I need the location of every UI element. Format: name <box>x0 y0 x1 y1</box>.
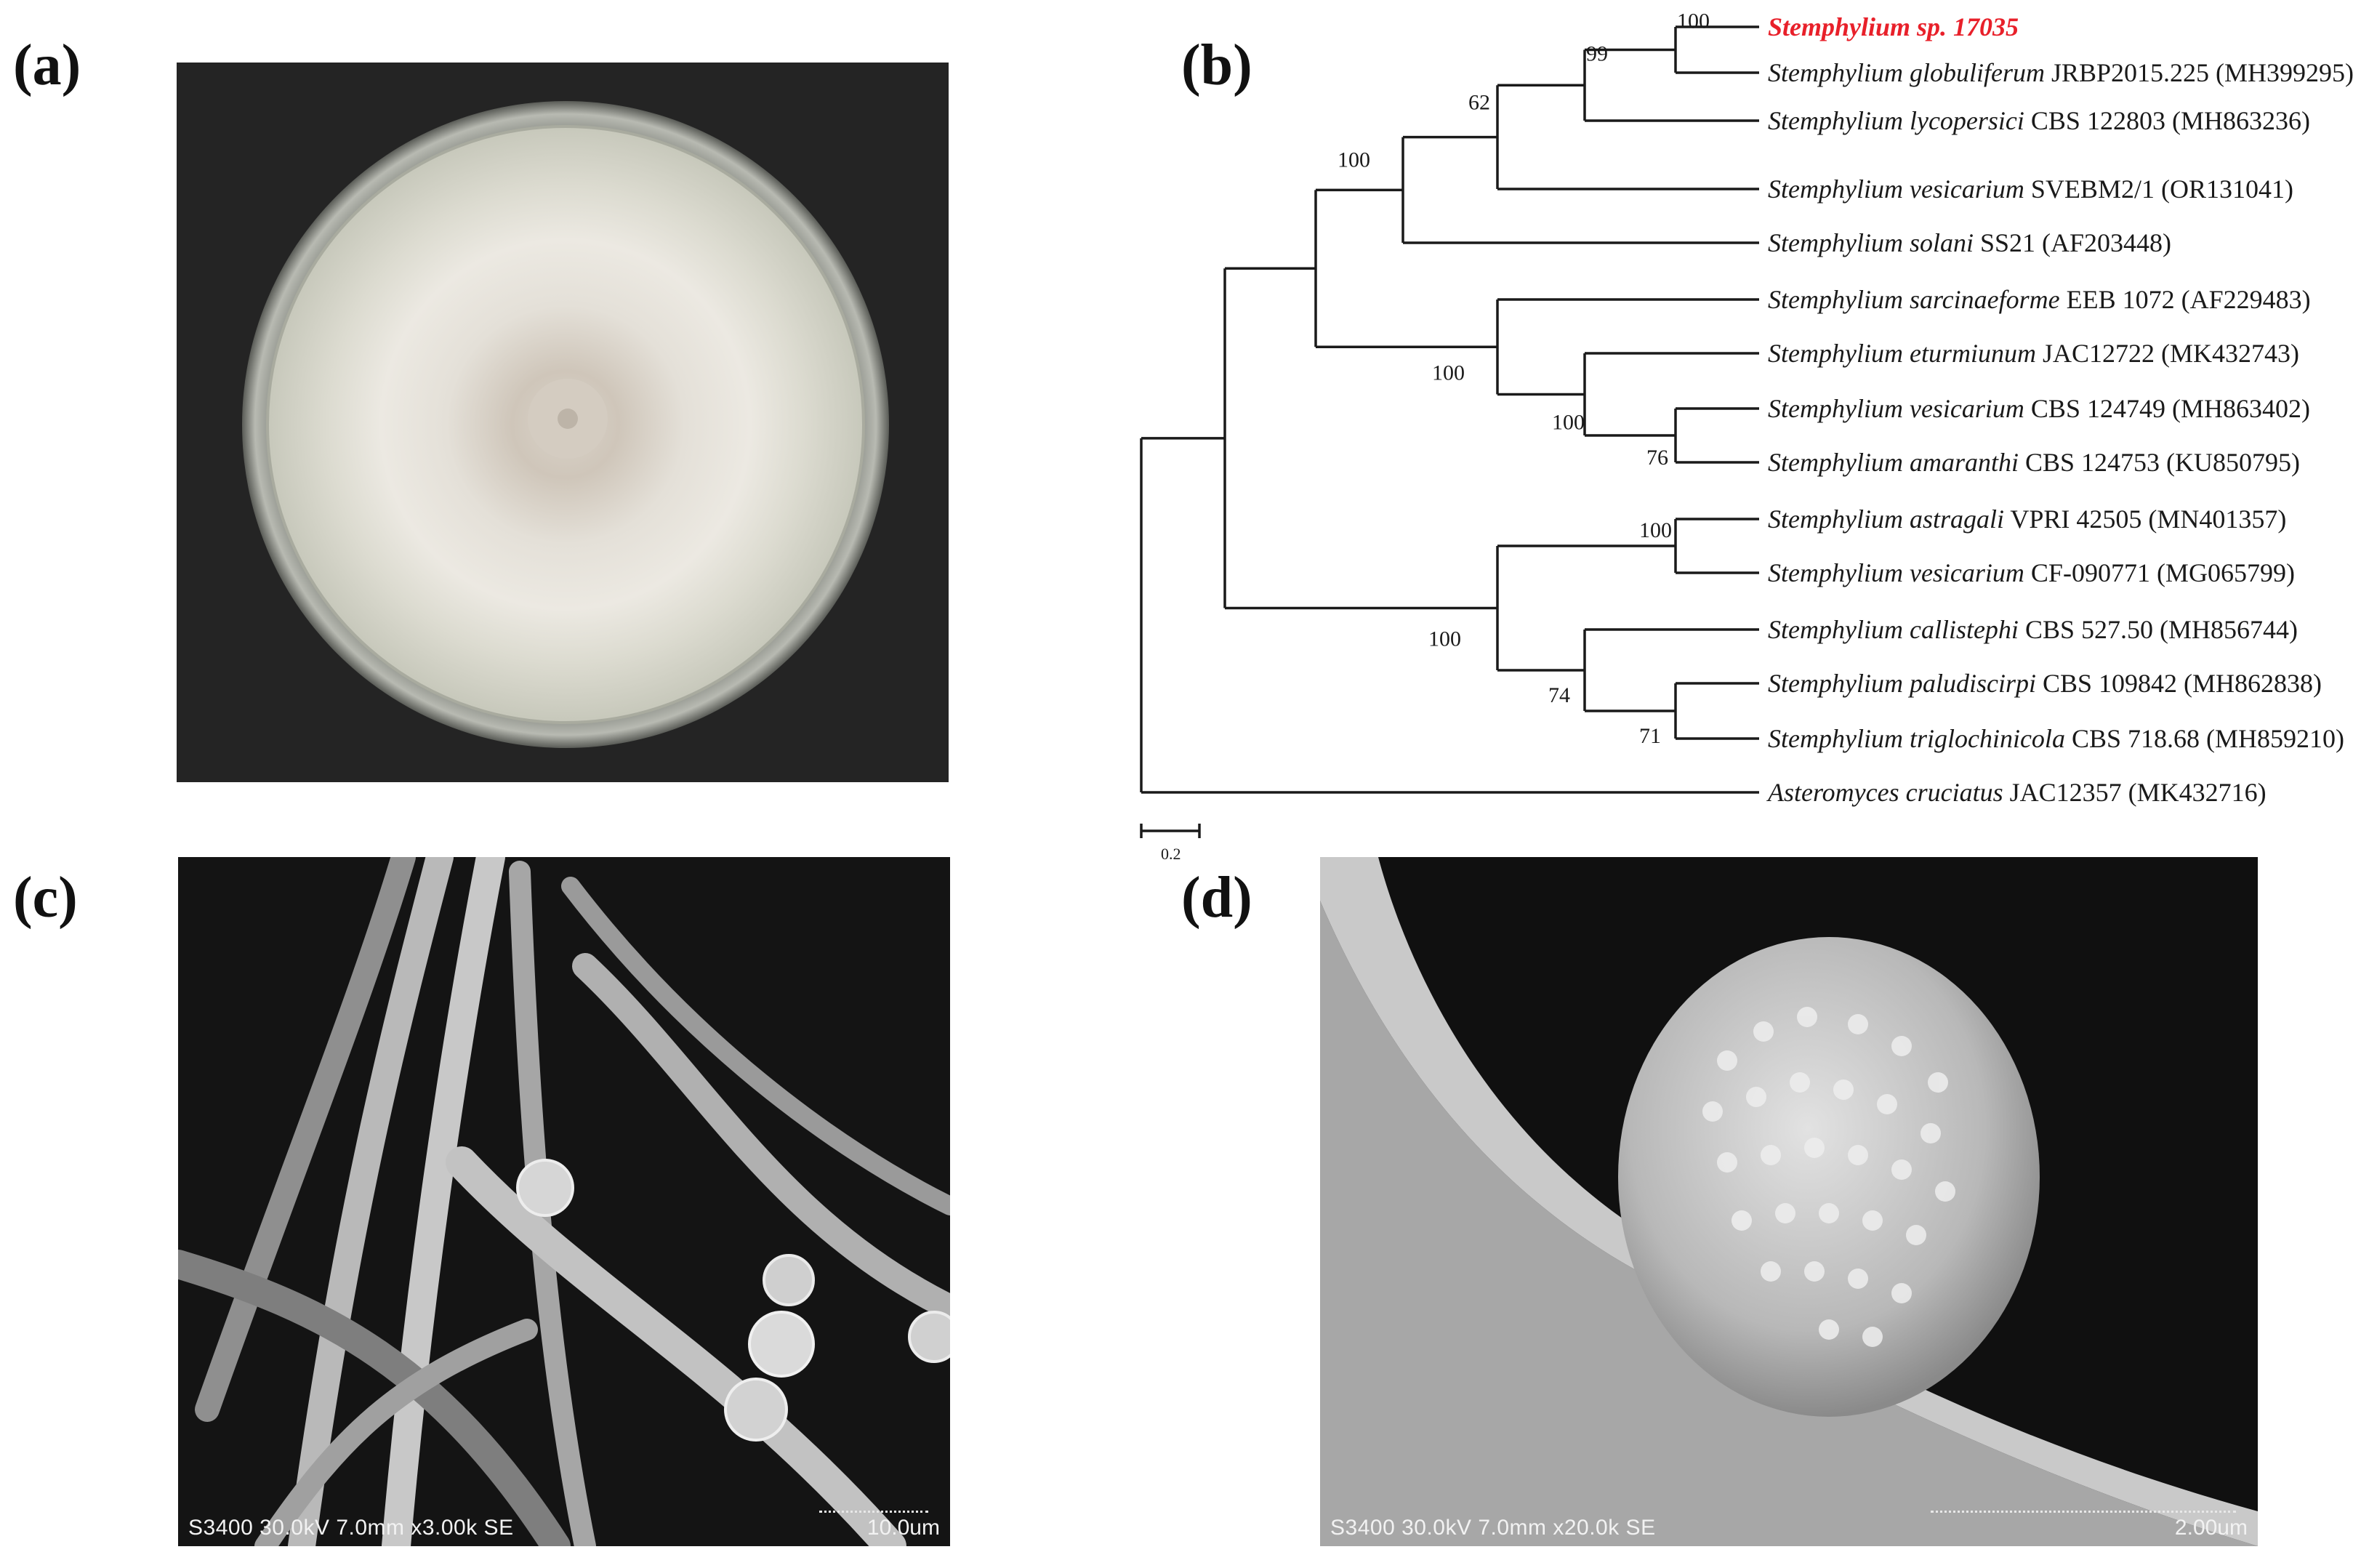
taxon-species: Stemphylium vesicarium <box>1768 174 2024 204</box>
taxon-species: Stemphylium paludiscirpi <box>1768 669 2036 698</box>
sem-hyphae-illustration <box>178 857 950 1546</box>
bootstrap-value: 100 <box>1677 9 1710 33</box>
taxon-label: Asteromyces cruciatus JAC12357 (MK432716… <box>1766 778 2267 807</box>
taxon-species: Stemphylium astragali <box>1768 504 2004 534</box>
taxon-strain: CBS 718.68 (MH859210) <box>2065 724 2344 753</box>
taxon-label: Stemphylium solani SS21 (AF203448) <box>1768 228 2171 257</box>
scale-bar <box>1931 1503 2236 1513</box>
taxon-species: Stemphylium sarcinaeforme <box>1768 285 2060 314</box>
taxon-label: Stemphylium vesicarium SVEBM2/1 (OR13104… <box>1768 174 2293 204</box>
taxon-species: Stemphylium sp. 17035 <box>1768 12 2019 41</box>
taxon-label: Stemphylium amaranthi CBS 124753 (KU8507… <box>1768 448 2300 477</box>
panel-label-c: (c) <box>13 866 78 930</box>
panel-label-d: (d) <box>1181 866 1252 930</box>
taxon-strain: CBS 109842 (MH862838) <box>2036 669 2322 698</box>
panel-label-b: (b) <box>1181 33 1252 97</box>
bootstrap-value: 100 <box>1639 518 1672 542</box>
taxon-species: Stemphylium triglochinicola <box>1768 724 2065 753</box>
taxon-species: Stemphylium globuliferum <box>1768 58 2045 87</box>
taxon-label: Stemphylium lycopersici CBS 122803 (MH86… <box>1768 106 2310 135</box>
petri-dish-photo <box>177 63 949 782</box>
taxon-strain: VPRI 42505 (MN401357) <box>2004 504 2286 534</box>
bootstrap-value: 76 <box>1646 446 1668 470</box>
bootstrap-value: 100 <box>1338 148 1370 172</box>
taxon-strain: CF-090771 (MG065799) <box>2024 558 2295 587</box>
taxon-label: Stemphylium sarcinaeforme EEB 1072 (AF22… <box>1768 285 2311 314</box>
taxon-strain: EEB 1072 (AF229483) <box>2060 285 2311 314</box>
bootstrap-value: 100 <box>1552 411 1585 435</box>
taxon-species: Stemphylium vesicarium <box>1768 394 2024 423</box>
sem-caption: S3400 30.0kV 7.0mm x3.00k SE <box>188 1516 514 1540</box>
taxon-species: Stemphylium eturmiunum <box>1768 339 2036 368</box>
bootstrap-value: 100 <box>1432 361 1465 385</box>
panel-label-a: (a) <box>13 33 81 97</box>
bootstrap-value: 99 <box>1586 41 1608 65</box>
petri-dish-illustration <box>177 63 949 782</box>
sem-image-conidium: S3400 30.0kV 7.0mm x20.0k SE 2.00um <box>1320 857 2258 1546</box>
taxon-strain: CBS 527.50 (MH856744) <box>2019 615 2298 644</box>
taxon-species: Stemphylium callistephi <box>1768 615 2019 644</box>
bootstrap-value: 71 <box>1639 724 1661 748</box>
taxon-label: Stemphylium vesicarium CBS 124749 (MH863… <box>1768 394 2310 423</box>
taxon-strain: JRBP2015.225 (MH399295) <box>2045 58 2354 87</box>
taxon-strain: JAC12357 (MK432716) <box>2003 778 2267 807</box>
taxon-label: Stemphylium vesicarium CF-090771 (MG0657… <box>1768 558 2295 587</box>
scale-label: 2.00um <box>2174 1516 2248 1540</box>
taxon-strain: JAC12722 (MK432743) <box>2036 339 2299 368</box>
taxon-label: Stemphylium sp. 17035 <box>1768 12 2019 41</box>
bootstrap-value: 74 <box>1548 683 1570 707</box>
taxon-species: Stemphylium solani <box>1768 228 1974 257</box>
scale-label: 10.0um <box>866 1516 940 1540</box>
taxon-label: Stemphylium astragali VPRI 42505 (MN4013… <box>1768 504 2286 534</box>
taxon-strain: CBS 124749 (MH863402) <box>2024 394 2310 423</box>
sem-caption: S3400 30.0kV 7.0mm x20.0k SE <box>1330 1516 1656 1540</box>
taxon-species: Stemphylium vesicarium <box>1768 558 2024 587</box>
taxon-strain: CBS 124753 (KU850795) <box>2019 448 2300 477</box>
tree-scale-bar: 0.2 <box>1140 824 1201 863</box>
sem-image-hyphae: S3400 30.0kV 7.0mm x3.00k SE 10.0um <box>178 857 950 1546</box>
scale-bar <box>819 1503 928 1513</box>
taxon-species: Stemphylium amaranthi <box>1768 448 2019 477</box>
sem-conidium-illustration <box>1320 857 2258 1546</box>
taxon-label: Stemphylium eturmiunum JAC12722 (MK43274… <box>1768 339 2299 368</box>
tree-branches <box>1140 25 1759 794</box>
taxon-label: Stemphylium callistephi CBS 527.50 (MH85… <box>1768 615 2298 644</box>
taxon-species: Asteromyces cruciatus <box>1766 778 2003 807</box>
taxon-label: Stemphylium globuliferum JRBP2015.225 (M… <box>1768 58 2354 87</box>
bootstrap-values: 100 99 62 100 100 100 76 100 100 74 71 <box>1338 9 1710 749</box>
taxon-strain: CBS 122803 (MH863236) <box>2024 106 2310 135</box>
bootstrap-value: 62 <box>1468 91 1490 115</box>
taxon-species: Stemphylium lycopersici <box>1768 106 2024 135</box>
taxon-strain: SS21 (AF203448) <box>1974 228 2171 257</box>
taxon-label: Stemphylium paludiscirpi CBS 109842 (MH8… <box>1768 669 2322 698</box>
tree-scale-label: 0.2 <box>1161 845 1181 863</box>
taxon-strain: SVEBM2/1 (OR131041) <box>2024 174 2293 204</box>
taxon-label: Stemphylium triglochinicola CBS 718.68 (… <box>1768 724 2344 753</box>
bootstrap-value: 100 <box>1428 627 1461 651</box>
